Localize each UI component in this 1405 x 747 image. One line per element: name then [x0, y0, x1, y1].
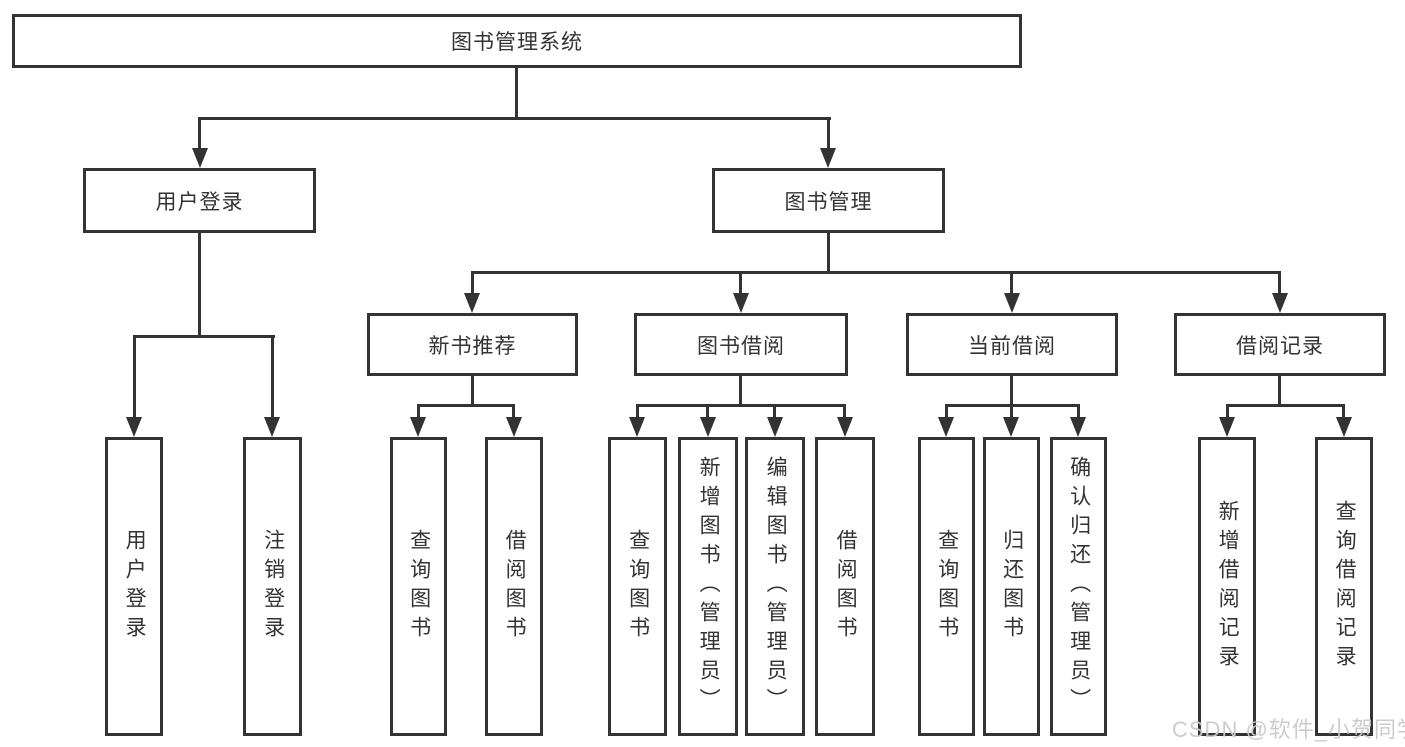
node-book-borrowing: 图书借阅 — [634, 313, 848, 376]
arrow-down-icon — [820, 148, 836, 168]
node-borrow-borrow-books: 借阅图书 — [815, 437, 875, 736]
connector-line — [198, 233, 201, 338]
connector-line — [133, 335, 136, 419]
arrow-down-icon — [410, 417, 426, 437]
connector-line — [739, 376, 742, 406]
node-recommend-query-books: 查询图书 — [390, 437, 447, 736]
node-borrowing-records: 借阅记录 — [1174, 313, 1386, 376]
connector-line — [198, 117, 831, 120]
arrow-down-icon — [1336, 417, 1352, 437]
node-records-query-borrow-record: 查询借阅记录 — [1315, 437, 1373, 736]
connector-line — [198, 117, 201, 150]
node-current-borrowing: 当前借阅 — [906, 313, 1118, 376]
node-records-add-borrow-record: 新增借阅记录 — [1198, 437, 1256, 736]
node-label: 查询图书 — [407, 528, 431, 645]
node-user-login: 用户登录 — [83, 168, 316, 233]
node-borrow-edit-books-admin: 编辑图书（管理员） — [745, 437, 805, 736]
connector-line — [1010, 404, 1013, 419]
node-label: 编辑图书（管理员） — [764, 456, 788, 717]
connector-line — [512, 404, 515, 419]
node-label: 当前借阅 — [968, 334, 1056, 358]
connector-line — [739, 271, 742, 296]
node-current-return-books: 归还图书 — [983, 437, 1040, 736]
connector-line — [471, 271, 474, 296]
arrow-down-icon — [767, 417, 783, 437]
node-user-login-action: 用户登录 — [105, 437, 163, 736]
arrow-down-icon — [264, 417, 280, 437]
node-borrow-add-books-admin: 新增图书（管理员） — [678, 437, 738, 736]
node-label: 用户登录 — [155, 190, 244, 214]
connector-line — [1342, 404, 1345, 419]
connector-line — [706, 404, 709, 419]
connector-line — [773, 404, 776, 419]
node-library-management-system: 图书管理系统 — [12, 14, 1022, 68]
node-label: 图书管理 — [784, 190, 873, 214]
connector-line — [1278, 271, 1281, 296]
node-book-management: 图书管理 — [712, 168, 945, 233]
arrow-down-icon — [506, 417, 522, 437]
connector-line — [417, 404, 515, 407]
connector-line — [827, 117, 830, 150]
arrow-down-icon — [1219, 417, 1235, 437]
connector-line — [827, 232, 830, 274]
node-label: 新增图书（管理员） — [697, 456, 721, 717]
node-label: 注销登录 — [261, 528, 285, 645]
arrow-down-icon — [837, 417, 853, 437]
connector-line — [1010, 376, 1013, 406]
node-recommend-borrow-books: 借阅图书 — [485, 437, 543, 736]
connector-line — [1278, 376, 1281, 406]
arrow-down-icon — [126, 417, 142, 437]
node-label: 归还图书 — [1000, 528, 1024, 645]
node-label: 新增借阅记录 — [1216, 499, 1240, 674]
arrow-down-icon — [1004, 293, 1020, 313]
connector-line — [271, 335, 274, 419]
connector-line — [843, 404, 846, 419]
node-current-query-books: 查询图书 — [918, 437, 975, 736]
arrow-down-icon — [464, 293, 480, 313]
arrow-down-icon — [938, 417, 954, 437]
arrow-down-icon — [192, 148, 208, 168]
arrow-down-icon — [629, 417, 645, 437]
node-label: 查询图书 — [935, 528, 959, 645]
node-label: 借阅图书 — [503, 528, 527, 645]
connector-line — [471, 376, 474, 406]
connector-line — [945, 404, 948, 419]
watermark: CSDN @软件_小贺同学 — [1172, 717, 1405, 742]
node-borrow-query-books: 查询图书 — [608, 437, 667, 736]
connector-line — [471, 271, 1281, 274]
node-new-book-recommendation: 新书推荐 — [367, 313, 578, 376]
node-label: 图书借阅 — [697, 334, 785, 358]
connector-line — [1077, 404, 1080, 419]
arrow-down-icon — [1003, 417, 1019, 437]
connector-line — [515, 68, 518, 119]
connector-line — [636, 404, 845, 407]
arrow-down-icon — [700, 417, 716, 437]
connector-line — [417, 404, 420, 419]
node-current-confirm-return-admin: 确认归还（管理员） — [1050, 437, 1107, 736]
connector-line — [1226, 404, 1345, 407]
node-label: 查询图书 — [626, 528, 650, 645]
connector-line — [636, 404, 639, 419]
node-label: 用户登录 — [123, 528, 147, 645]
node-label: 查询借阅记录 — [1333, 499, 1357, 674]
node-label: 图书管理系统 — [451, 31, 583, 54]
node-label: 借阅记录 — [1236, 334, 1324, 358]
arrow-down-icon — [1070, 417, 1086, 437]
node-label: 确认归还（管理员） — [1067, 456, 1091, 717]
connector-line — [133, 335, 275, 338]
arrow-down-icon — [733, 293, 749, 313]
node-label: 借阅图书 — [834, 528, 858, 645]
connector-line — [1226, 404, 1229, 419]
connector-line — [1010, 271, 1013, 296]
arrow-down-icon — [1272, 293, 1288, 313]
node-logout-action: 注销登录 — [243, 437, 302, 736]
node-label: 新书推荐 — [428, 334, 517, 358]
